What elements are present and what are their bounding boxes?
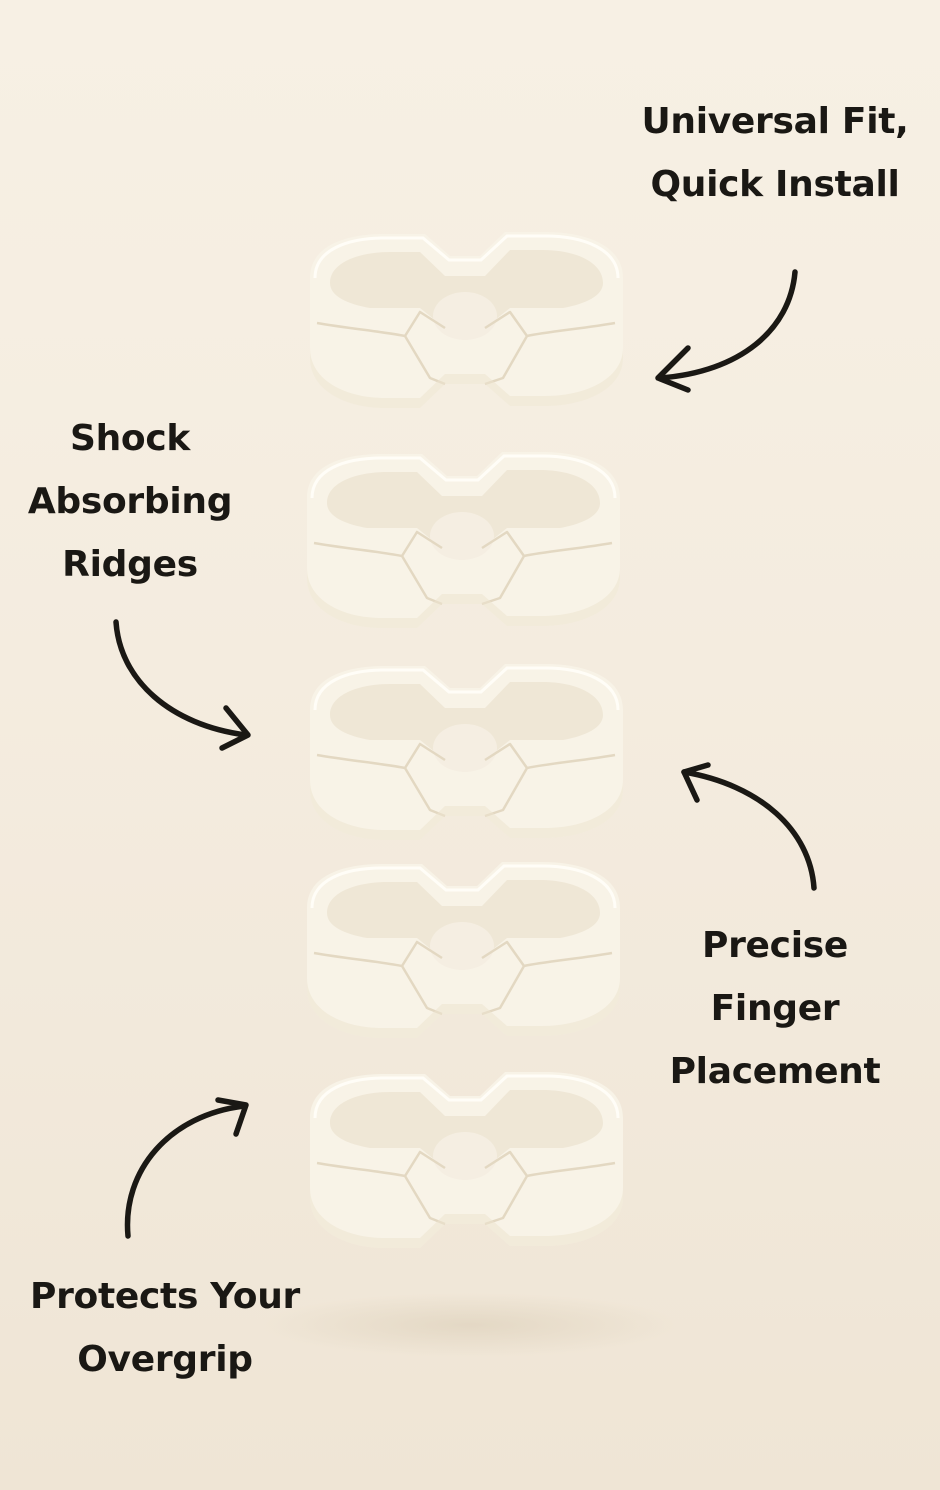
ring-5 — [308, 1070, 625, 1250]
curved-arrow-icon — [681, 762, 817, 891]
callout-line: Finger — [710, 988, 840, 1029]
ring-4 — [305, 860, 622, 1040]
callout-line: Protects Your — [30, 1276, 300, 1317]
callout-protects-overgrip: Protects Your Overgrip — [20, 1265, 310, 1391]
callout-line: Ridges — [62, 544, 198, 585]
callout-precise-finger: Precise Finger Placement — [655, 914, 895, 1103]
callout-shock-absorbing: Shock Absorbing Ridges — [20, 407, 240, 596]
curved-arrow-icon — [113, 619, 251, 751]
callout-universal-fit: Universal Fit, Quick Install — [630, 90, 920, 216]
ring-1 — [308, 230, 625, 410]
floor-shadow — [260, 1293, 680, 1357]
ring-2 — [305, 450, 622, 630]
callout-line: Quick Install — [650, 164, 900, 205]
callout-line: Shock — [69, 418, 191, 459]
callout-line: Overgrip — [77, 1339, 253, 1380]
ring-3 — [308, 662, 625, 842]
callout-line: Absorbing — [27, 481, 233, 522]
callout-line: Precise — [702, 925, 848, 966]
curved-arrow-icon — [655, 269, 798, 393]
callout-line: Universal Fit, — [641, 101, 909, 142]
curved-arrow-icon — [124, 1097, 249, 1239]
callout-line: Placement — [669, 1051, 881, 1092]
